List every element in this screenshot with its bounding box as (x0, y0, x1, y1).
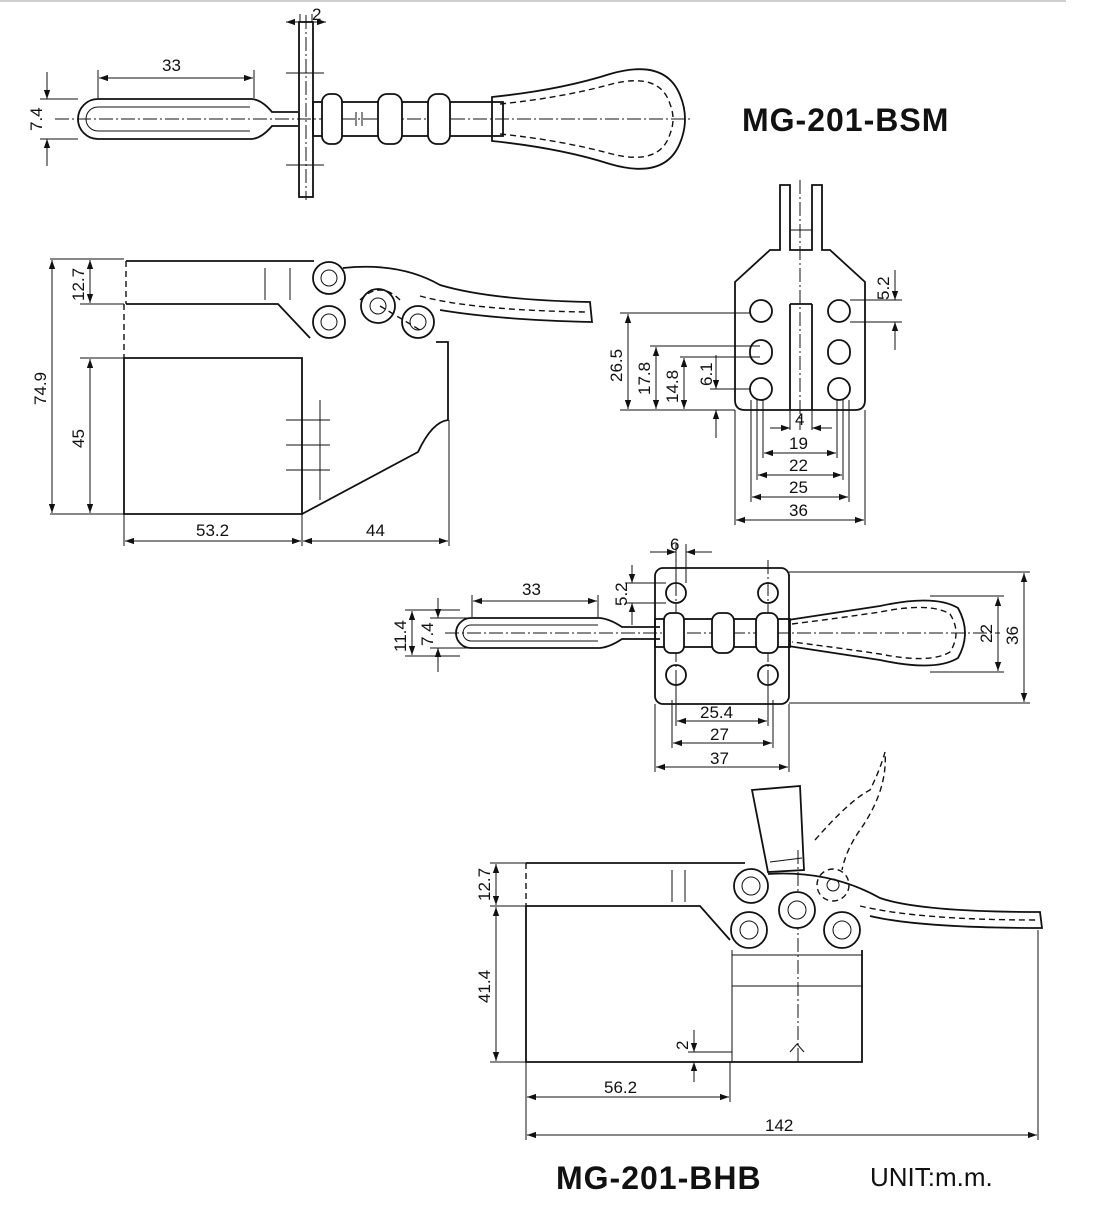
dim-top-handle-length: 33 (162, 56, 181, 75)
dim-mid-span3: 37 (710, 749, 729, 768)
dim-top-handle-width: 7.4 (27, 107, 46, 131)
model-title-bhb: MG-201-BHB (556, 1160, 762, 1196)
mid-plan-view: 6 5.2 33 11.4 7.4 22 36 (391, 535, 1030, 772)
unit-label: UNIT:m.m. (870, 1162, 993, 1192)
dim-side-total-height: 74.9 (31, 372, 50, 405)
dim-end-w4: 25 (789, 478, 808, 497)
dim-side-offset: 44 (366, 521, 385, 540)
top-plan-view: 2 33 7.4 (27, 5, 690, 200)
dim-end-w1: 4 (795, 410, 804, 429)
dim-bottom-gap: 2 (673, 1041, 692, 1050)
dim-side-base-height: 45 (69, 429, 88, 448)
dim-mid-h-inner: 7.4 (418, 622, 437, 646)
dim-end-w2: 19 (789, 434, 808, 453)
dim-end-h4: 6.1 (697, 362, 716, 386)
dim-end-h3: 14.8 (663, 370, 682, 403)
side-view: 12.7 74.9 45 53.2 44 (31, 258, 593, 546)
dim-mid-span2: 27 (710, 725, 729, 744)
dim-bottom-reach: 56.2 (604, 1078, 637, 1097)
dim-end-slot-offset: 5.2 (874, 276, 893, 300)
dim-top-pin-width: 2 (312, 5, 321, 24)
bottom-side-view: 12.7 41.4 2 56.2 142 (475, 751, 1044, 1140)
dim-mid-hole-dy: 5.2 (612, 582, 631, 606)
dim-mid-h-outer: 11.4 (391, 620, 410, 652)
dim-end-w5: 36 (789, 501, 808, 520)
dim-mid-handle-length: 33 (522, 580, 541, 599)
dim-bottom-arm-height: 12.7 (475, 868, 494, 901)
dim-end-w3: 22 (789, 456, 808, 475)
dim-side-base-length: 53.2 (196, 521, 229, 540)
top-border-line (0, 0, 1066, 2)
dim-bottom-base-height: 41.4 (475, 970, 494, 1003)
end-view: 5.2 26.5 17.8 14.8 6.1 4 19 (607, 180, 902, 525)
dim-end-h1: 26.5 (607, 349, 626, 382)
dim-mid-span1: 25.4 (700, 703, 733, 722)
dim-mid-hole-dx: 6 (670, 535, 679, 554)
model-title-bsm: MG-201-BSM (742, 102, 950, 138)
dim-side-arm-height: 12.7 (69, 268, 88, 301)
dim-bottom-overall: 142 (765, 1116, 793, 1135)
dim-mid-base-width: 36 (1003, 626, 1022, 645)
dim-mid-grip-width: 22 (977, 624, 996, 643)
dim-end-h2: 17.8 (635, 362, 654, 395)
